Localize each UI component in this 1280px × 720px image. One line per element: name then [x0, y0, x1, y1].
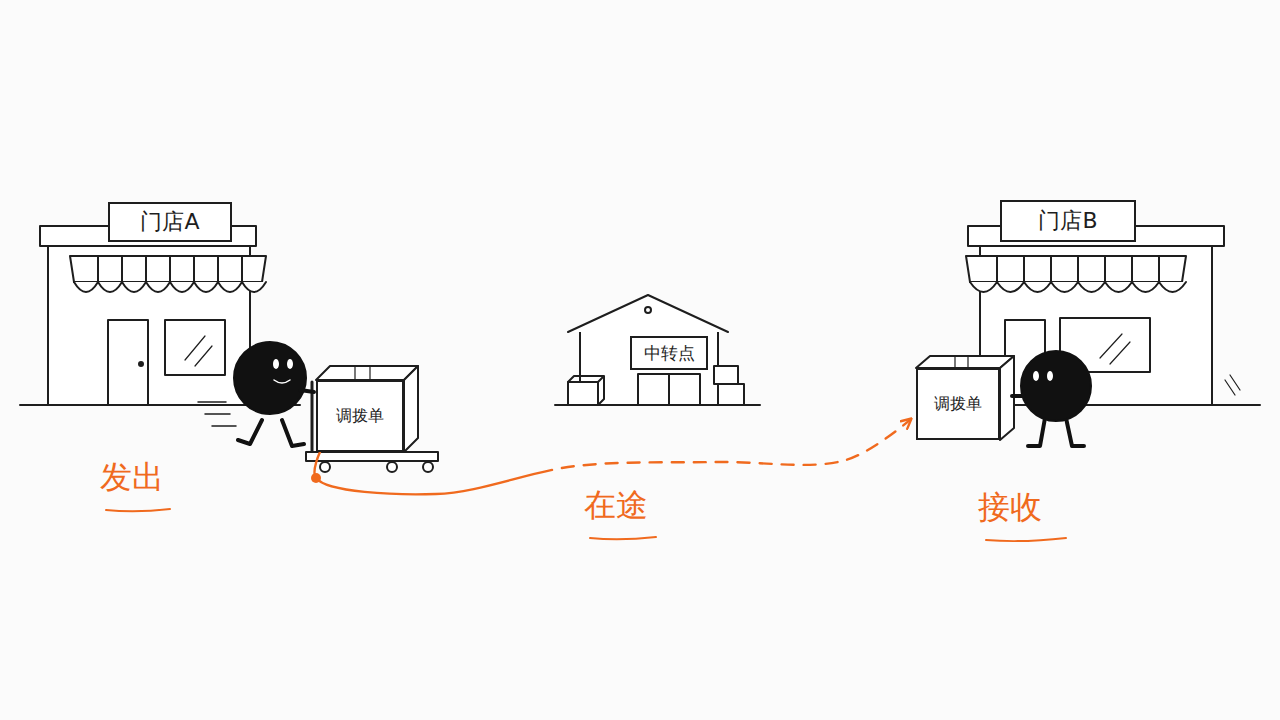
node-text: 门店A	[140, 207, 199, 237]
transfer-hub-building	[555, 295, 760, 405]
edge-label: 在途	[584, 488, 648, 523]
stage-label: 发出	[100, 460, 164, 495]
parcel-b	[916, 356, 1014, 440]
parcel-front: 调拨单	[916, 368, 1000, 440]
parcel-a	[316, 366, 418, 452]
parcel-front: 调拨单	[316, 380, 404, 452]
worker-a	[198, 342, 438, 472]
hub-sign: 中转点	[630, 336, 708, 370]
node-text: 调拨单	[336, 406, 384, 427]
start-dot	[311, 473, 321, 483]
node-text: 中转点	[644, 342, 695, 365]
worker-b	[1012, 351, 1091, 446]
node-text: 调拨单	[934, 394, 982, 415]
node-text: 门店B	[1038, 206, 1097, 236]
store-sign: 门店B	[1000, 200, 1136, 242]
stage-label: 接收	[978, 490, 1042, 525]
store-sign: 门店A	[108, 202, 232, 242]
